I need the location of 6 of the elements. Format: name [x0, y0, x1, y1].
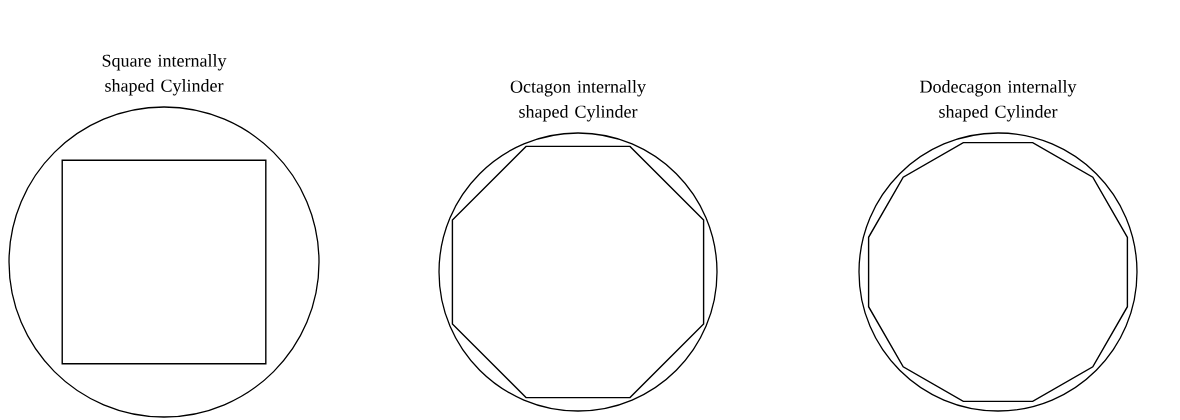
inner-octagon: [451, 145, 705, 399]
inner-dodecagon: [867, 141, 1129, 403]
circle-with-heading: Dodecagon internally shaped Cylinder: [858, 80, 1138, 412]
inner-square: [61, 159, 267, 365]
circle-with-heading: Square internally shaped Cylinder: [8, 54, 320, 418]
circle-with-heading: Octagon internally shaped Cylinder: [438, 80, 718, 412]
